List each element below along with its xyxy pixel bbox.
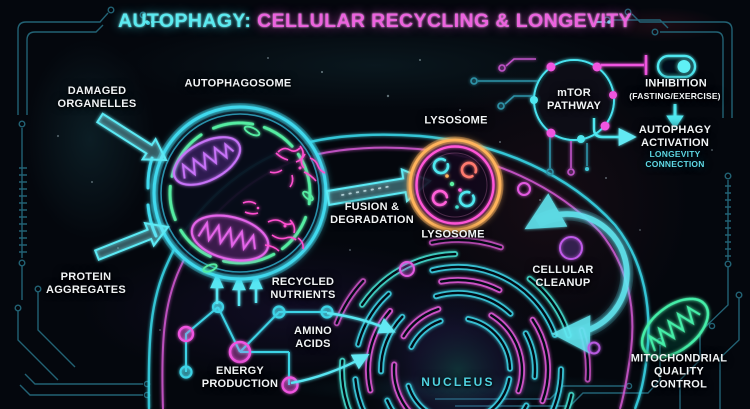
mtor-activation-arrow xyxy=(592,118,637,147)
label-recycled-nutrients: RECYCLED NUTRIENTS xyxy=(270,276,336,301)
protein-aggregates-arrow xyxy=(93,221,170,262)
autophagosome-vesicle xyxy=(146,103,330,283)
cellular-cleanup-arrow xyxy=(524,193,634,354)
network-node xyxy=(272,305,286,319)
amino-acid-arrows xyxy=(290,311,396,385)
label-autophagosome: AUTOPHAGOSOME xyxy=(184,77,292,90)
label-lysosome-top: LYSOSOME xyxy=(424,114,488,127)
label-amino-acids: AMINO ACIDS xyxy=(294,325,332,350)
network-node xyxy=(179,365,193,379)
recycled-nutrient-arrows xyxy=(210,272,263,306)
mtor-circuit-traces xyxy=(470,58,589,176)
inhibition-toggle-on xyxy=(656,54,697,79)
engulfed-mitochondrion-icon xyxy=(172,136,242,186)
label-mitochondrial-qc: MITOCHONDRIAL QUALITY CONTROL xyxy=(630,352,728,391)
network-node xyxy=(177,325,195,343)
label-nucleus: NUCLEUS xyxy=(421,374,495,389)
network-node xyxy=(320,305,334,319)
label-energy-production: ENERGY PRODUCTION xyxy=(201,365,279,390)
label-cellular-cleanup: CELLULAR CLEANUP xyxy=(532,264,594,289)
label-damaged-organelles: DAMAGED ORGANELLES xyxy=(57,85,137,110)
circuit-decorations xyxy=(14,6,743,409)
label-mtor-pathway: mTOR PATHWAY xyxy=(546,87,602,112)
engulfed-debris xyxy=(202,125,314,273)
mtor-perimeter-nodes xyxy=(530,62,617,143)
label-protein-aggregates: PROTEIN AGGREGATES xyxy=(46,271,126,296)
cell-membrane xyxy=(147,133,650,409)
label-fusion-degradation: FUSION & DEGRADATION xyxy=(330,201,414,226)
nutrient-network xyxy=(177,300,334,394)
damaged-organelles-arrow xyxy=(95,112,168,162)
lysosome-enzymes xyxy=(431,157,478,209)
mitochondrion-icon xyxy=(640,297,710,359)
engulfed-protein-aggregates xyxy=(242,145,326,252)
label-longevity-connection: LONGEVITY CONNECTION xyxy=(645,148,705,169)
label-inhibition-sub: (FASTING/EXERCISE) xyxy=(629,90,721,101)
title-underline xyxy=(95,20,658,40)
mtor-pathway-hub xyxy=(470,54,697,176)
label-inhibition: INHIBITION xyxy=(645,77,707,90)
lysosome-vesicle xyxy=(406,136,504,234)
vesicles xyxy=(399,182,601,355)
title-keyword: AUTOPHAGY: xyxy=(117,10,252,32)
label-lysosome-bottom: LYSOSOME xyxy=(421,228,485,241)
title-rest: CELLULAR RECYCLING & LONGEVITY xyxy=(251,10,633,32)
network-node xyxy=(281,376,299,394)
page-title: AUTOPHAGY: CELLULAR RECYCLING & LONGEVIT… xyxy=(0,10,750,33)
energy-production-node xyxy=(228,340,252,364)
engulfed-mitochondrion-icon xyxy=(190,214,270,262)
inhibition-t-bar xyxy=(601,55,648,75)
inhibition-down-arrow xyxy=(666,104,684,129)
label-autophagy-activation: AUTOPHAGY ACTIVATION xyxy=(638,124,712,149)
